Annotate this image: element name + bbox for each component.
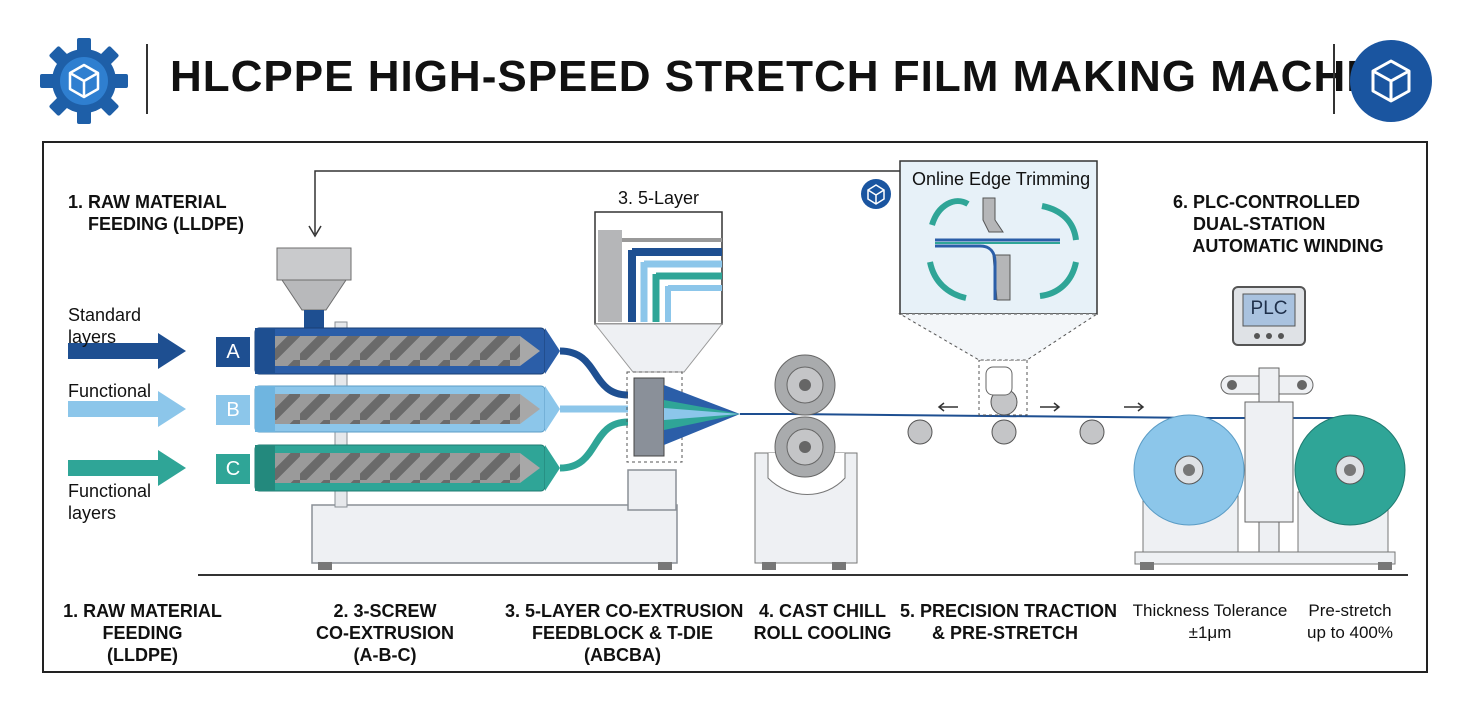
stage-label-4: 4. CAST CHILL ROLL COOLING bbox=[753, 601, 892, 643]
melt-pipe-c bbox=[559, 418, 629, 472]
header-right-divider bbox=[1333, 44, 1335, 114]
input-label-functional: Functional bbox=[68, 381, 152, 401]
input-arrow-functional-layers bbox=[68, 450, 186, 486]
extruder-b bbox=[254, 385, 560, 433]
extruder-base bbox=[311, 504, 678, 564]
spec-prestretch: Pre-stretch up to 400% bbox=[1306, 601, 1393, 642]
stage-label-1: 1. RAW MATERIAL FEEDING (LLDPE) bbox=[63, 601, 222, 665]
header-gear-icon bbox=[40, 38, 128, 124]
hopper bbox=[276, 247, 352, 328]
extruder-c bbox=[254, 444, 560, 492]
stage-label-3: 3. 5-LAYER CO-EXTRUSION FEEDBLOCK & T-DI… bbox=[505, 601, 744, 665]
callout-five-layer: 3. 5-Layer bbox=[618, 188, 700, 208]
stage-label-2: 2. 3-SCREW CO-EXTRUSION (A-B-C) bbox=[315, 601, 454, 665]
diagram-frame bbox=[42, 141, 1428, 673]
chill-rolls bbox=[754, 354, 858, 570]
cube-marker-icon bbox=[861, 179, 891, 209]
winder bbox=[1133, 367, 1406, 570]
extruder-c-letter: C bbox=[216, 454, 250, 484]
header-cube-badge-icon bbox=[1349, 39, 1433, 123]
spec-thickness: Thickness Tolerance ±1μm bbox=[1132, 601, 1288, 642]
plc-label: PLC bbox=[1250, 298, 1288, 319]
input-label-functional-layers: Functional layers bbox=[68, 481, 152, 523]
edge-trimming-inset bbox=[898, 160, 1099, 361]
stage-label-5: 5. PRECISION TRACTION & PRE-STRETCH bbox=[900, 601, 1118, 643]
extruder-a bbox=[254, 327, 560, 375]
input-arrow-standard bbox=[68, 333, 186, 369]
extruder-b-letter: B bbox=[216, 395, 250, 425]
extruder-a-letter: A bbox=[216, 337, 250, 367]
page-title: HLCPPE HIGH-SPEED STRETCH FILM MAKING MA… bbox=[170, 52, 1423, 101]
feedblock bbox=[633, 377, 665, 457]
melt-pipe-a bbox=[559, 347, 629, 399]
input-arrow-functional bbox=[68, 391, 186, 427]
callout-raw-material: 1. RAW MATERIAL FEEDING (LLDPE) bbox=[68, 192, 245, 234]
feed-line bbox=[314, 170, 925, 234]
film-web bbox=[740, 413, 1206, 419]
header-left-divider bbox=[146, 44, 148, 114]
callout-winding: 6. PLC-CONTROLLED DUAL-STATION AUTOMATIC… bbox=[1173, 192, 1384, 256]
five-layer-inset bbox=[593, 211, 724, 373]
callout-edge-trimming: Online Edge Trimming bbox=[912, 169, 1091, 189]
plc-monitor bbox=[1232, 286, 1306, 346]
input-label-standard: Standard layers bbox=[68, 305, 142, 347]
traction-rolls bbox=[907, 359, 1145, 445]
